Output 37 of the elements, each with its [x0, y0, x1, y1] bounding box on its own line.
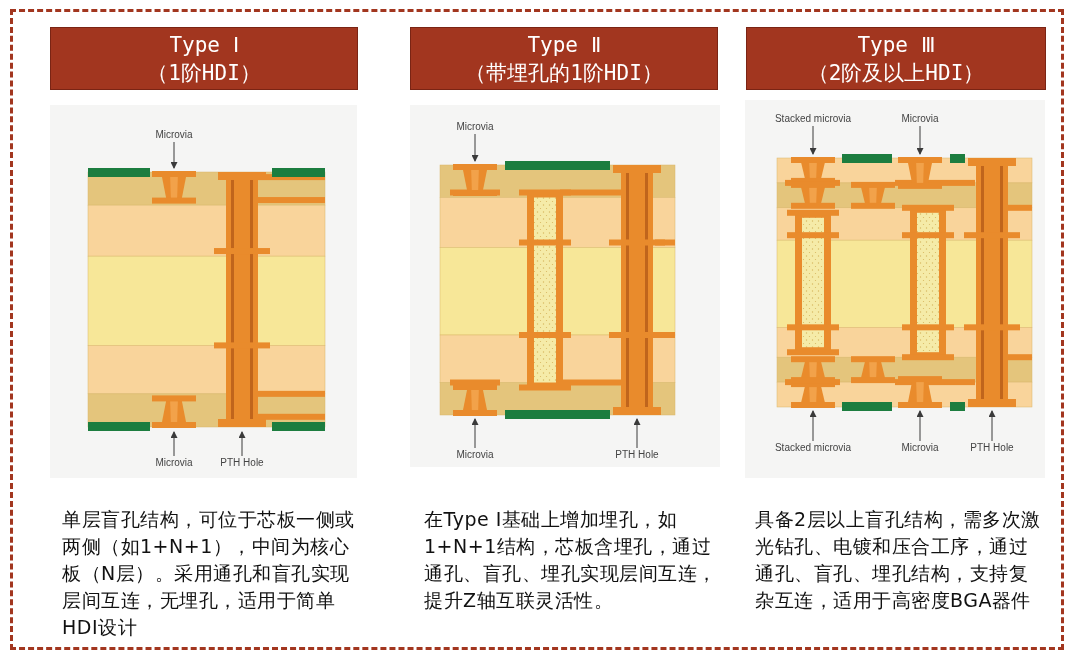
description-text: 单层盲孔结构，可位于芯板一侧或两侧（如1+N+1），中间为核心板（N层）。采用通孔和盲孔实现层间互连，无埋孔，适用于简单HDI设计: [62, 507, 356, 640]
title-banner: [746, 27, 1046, 90]
callout-label: Microvia: [456, 121, 494, 133]
banner-text: （2阶及以上HDI）: [807, 59, 985, 87]
callout-label: Microvia: [155, 457, 193, 469]
banner-text: Type Ⅱ: [527, 31, 601, 59]
leader-arrow: [471, 418, 479, 449]
leader-arrow: [916, 125, 924, 155]
callout-label: Microvia: [456, 449, 494, 461]
callout-label: PTH Hole: [615, 449, 659, 461]
description-text: 在Type Ⅰ基础上增加埋孔，如1+N+1结构，芯板含埋孔，通过通孔、盲孔、埋孔实现层间互连，提升Z轴互联灵活性。: [424, 507, 718, 613]
leader-arrow: [809, 410, 817, 442]
description-text: 具备2层以上盲孔结构，需多次激光钻孔、电镀和压合工序，通过通孔、盲孔、埋孔结构，支持复杂互连，适用于高密度BGA器件: [755, 507, 1042, 613]
leader-arrow: [238, 431, 246, 457]
title-banner: [410, 27, 718, 90]
leader-arrow: [633, 418, 641, 449]
leader-arrow: [809, 125, 817, 155]
callout-label: Stacked microvia: [774, 442, 852, 454]
callout-label: PTH Hole: [220, 457, 264, 469]
banner-text: Type Ⅲ: [857, 31, 935, 59]
callout-label: Microvia: [901, 113, 939, 125]
banner-text: （1阶HDI）: [147, 59, 261, 87]
callout-label: PTH Hole: [970, 442, 1014, 454]
callout-label: Microvia: [155, 129, 193, 141]
leader-arrow: [170, 431, 178, 457]
title-banner: [50, 27, 358, 90]
pcb-cross-section-drawing: [776, 154, 1033, 411]
pcb-cross-section-drawing: [439, 161, 676, 419]
banner-text: （带埋孔的1阶HDI）: [465, 59, 663, 87]
banner-text: Type Ⅰ: [169, 31, 239, 59]
leader-arrow: [170, 141, 178, 169]
leader-arrow: [988, 410, 996, 442]
leader-arrow: [471, 133, 479, 162]
callout-label: Microvia: [901, 442, 939, 454]
pcb-cross-section-drawing: [87, 168, 326, 431]
leader-arrow: [916, 410, 924, 442]
callout-label: Stacked microvia: [774, 113, 852, 125]
